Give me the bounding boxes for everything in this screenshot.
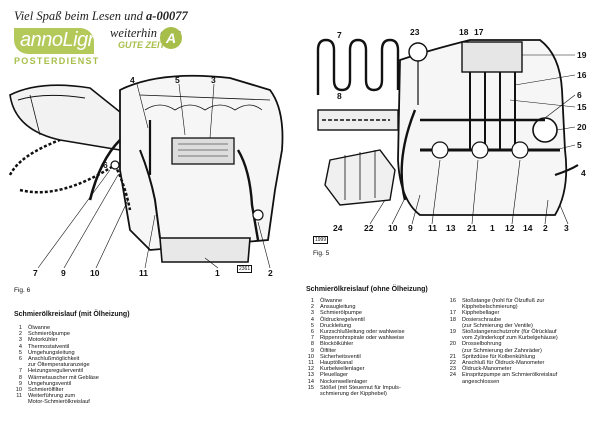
fig6-callout-6: 6 bbox=[103, 160, 108, 170]
fig5-callout-13: 13 bbox=[446, 223, 456, 233]
fig5-callout-17: 17 bbox=[474, 27, 484, 37]
legend-item: zur Öltemperaturanzeige bbox=[28, 362, 90, 369]
fig5-callout-21: 21 bbox=[467, 223, 477, 233]
fig6-callout-7: 7 bbox=[33, 268, 38, 278]
fig6-callout-9: 9 bbox=[61, 268, 66, 278]
tagline-pre: Viel Spaß beim Lesen und bbox=[14, 9, 143, 23]
legend-item: Kipphebelschmierung) bbox=[462, 304, 518, 311]
fig5-callout-6: 6 bbox=[577, 90, 582, 100]
annoligne-logo: annoLigne bbox=[14, 28, 109, 54]
fig5-callout-14: 14 bbox=[523, 223, 533, 233]
fig5-callout-11: 11 bbox=[428, 223, 437, 233]
fig6-callout-10: 10 bbox=[90, 268, 100, 278]
fig6-callout-11: 11 bbox=[139, 268, 148, 278]
fig6-callout-1: 1 bbox=[215, 268, 220, 278]
fig6-callout-5: 5 bbox=[175, 75, 180, 85]
fig5-callout-19: 19 bbox=[577, 50, 587, 60]
gute-zeit-text: GUTE ZEIT bbox=[118, 40, 165, 50]
fig5-drawing bbox=[316, 38, 579, 225]
fig5-callout-4: 4 bbox=[581, 168, 586, 178]
fig5-title: Schmierölkreislauf (ohne Ölheizung) bbox=[306, 286, 428, 293]
legend-item: angeschlossen bbox=[462, 378, 500, 385]
fig6-caption: Fig. 6 bbox=[14, 287, 31, 294]
fig5-callout-3: 3 bbox=[564, 223, 569, 233]
fig5-callout-12: 12 bbox=[505, 223, 515, 233]
fig6-callout-4: 4 bbox=[130, 75, 135, 85]
fig5-callout-9: 9 bbox=[408, 223, 413, 233]
document-code: a-00077 bbox=[146, 9, 188, 23]
tagline: Viel Spaß beim Lesen und a-00077 bbox=[14, 9, 188, 24]
fig5-callout-24: 24 bbox=[333, 223, 343, 233]
fig5-callout-18: 18 bbox=[459, 27, 469, 37]
fig5-callout-7: 7 bbox=[337, 30, 342, 40]
fig5-callout-15: 15 bbox=[577, 102, 587, 112]
fig5-callout-2: 2 bbox=[543, 223, 548, 233]
fig5-callout-8: 8 bbox=[337, 91, 342, 101]
fig5-callout-1: 1 bbox=[490, 223, 495, 233]
fig5-caption: Fig. 5 bbox=[313, 250, 330, 257]
legend-item: Motor-Schmierölkreislauf bbox=[28, 399, 90, 406]
logo-text: annoLigne bbox=[20, 29, 109, 51]
legend-item: (zur Schmierung der Zahnräder) bbox=[462, 347, 542, 354]
fig6-title: Schmierölkreislauf (mit Ölheizung) bbox=[14, 311, 130, 318]
fig6-plate-number: 2361 bbox=[237, 265, 253, 273]
fig6-callout-2: 2 bbox=[268, 268, 273, 278]
fig5-callout-23: 23 bbox=[410, 27, 420, 37]
legend-item: vom Zylinderkopf zum Kurbelgehäuse) bbox=[462, 335, 558, 342]
legend-item: (zur Schmierung der Ventile) bbox=[462, 322, 533, 329]
fig5-plate-number: 1999 bbox=[313, 236, 329, 244]
fig5-callout-10: 10 bbox=[388, 223, 398, 233]
fig5-callout-16: 16 bbox=[577, 70, 587, 80]
fig6-drawing bbox=[8, 74, 284, 269]
fig6-callout-3: 3 bbox=[211, 75, 216, 85]
fig5-callout-22: 22 bbox=[364, 223, 374, 233]
fig5-callout-20: 20 bbox=[577, 122, 587, 132]
logo-subtitle: POSTERDIENST bbox=[14, 56, 100, 66]
legend-item: schmierung der Kipphebel) bbox=[320, 391, 387, 398]
fig5-callout-5: 5 bbox=[577, 140, 582, 150]
a-badge: A bbox=[160, 27, 182, 49]
